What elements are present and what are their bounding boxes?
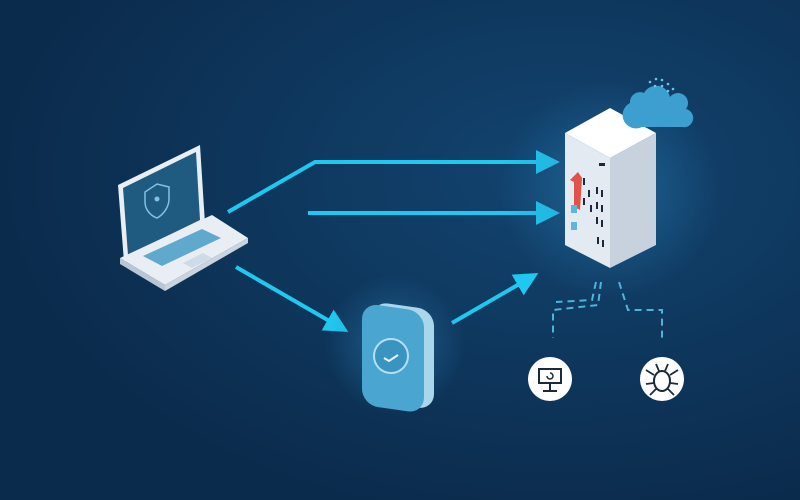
arrow-laptop-gateway: [234, 265, 349, 333]
dashed-link-bug: [618, 281, 663, 338]
arrow-laptop-server-top: [227, 150, 560, 214]
dashed-link-monitor-2: [555, 281, 597, 303]
cloud-icon: [622, 77, 694, 129]
gateway-check-icon: [325, 275, 465, 415]
monitor-icon: [528, 357, 572, 401]
arrow-gateway-server: [450, 272, 539, 325]
bug-icon: [640, 357, 684, 401]
laptop-shield-icon: [118, 145, 248, 291]
server-tower-icon: [500, 80, 720, 300]
